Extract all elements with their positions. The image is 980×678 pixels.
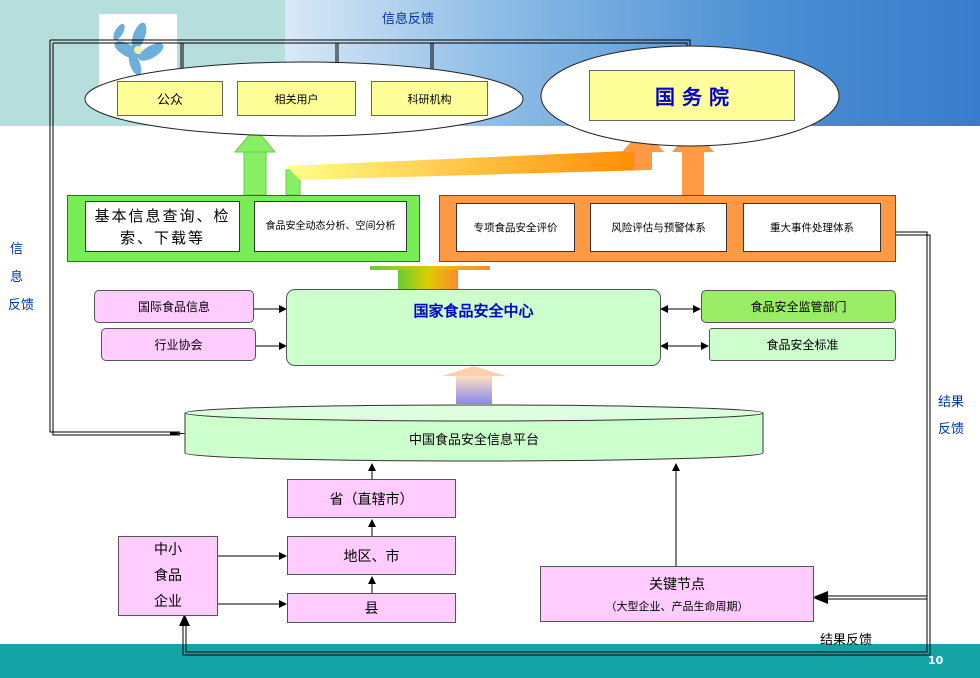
key-node-subtitle: （大型企业、产品生命周期） [605,600,749,613]
dynamic-analysis-box: 食品安全动态分析、空间分析 [254,201,407,252]
left-feedback-label-3: 反馈 [8,298,35,313]
county-box: 县 [287,593,456,623]
right-feedback-label-2: 反馈 [938,422,965,437]
international-food-info-box: 国际食品信息 [94,290,254,323]
bottom-feedback-label: 结果反馈 [820,633,873,648]
national-food-safety-center: 国家食品安全中心 [286,289,661,366]
public-box: 公众 [117,81,223,116]
left-feedback-label-1: 信 [10,242,24,257]
key-node-box: 关键节点 （大型企业、产品生命周期） [540,566,814,622]
state-council-box: 国 务 院 [589,70,795,121]
food-safety-standard-box: 食品安全标准 [709,328,896,361]
sme-line-3: 企业 [154,594,182,610]
city-box: 地区、市 [287,536,456,575]
basic-info-box: 基本信息查询、检索、下载等 [85,201,240,252]
sme-line-1: 中小 [154,542,182,558]
related-users-box: 相关用户 [237,81,356,116]
major-event-box: 重大事件处理体系 [743,203,881,252]
sme-box: 中小 食品 企业 [118,536,218,616]
research-institutions-box: 科研机构 [371,81,488,116]
top-feedback-label: 信息反馈 [382,12,435,27]
special-evaluation-box: 专项食品安全评价 [456,203,575,252]
info-platform: 中国食品安全信息平台 [408,432,539,448]
industry-association-box: 行业协会 [101,328,256,361]
page-number: 10 [928,654,944,667]
province-box: 省（直辖市） [287,479,456,518]
left-feedback-label-2: 息 [10,270,24,285]
key-node-title: 关键节点 [649,577,705,593]
sme-line-2: 食品 [154,568,182,584]
footer-bar [0,644,980,678]
right-feedback-label-1: 结果 [938,395,965,410]
risk-warning-box: 风险评估与预警体系 [590,203,727,252]
regulatory-dept-box: 食品安全监管部门 [701,290,896,323]
